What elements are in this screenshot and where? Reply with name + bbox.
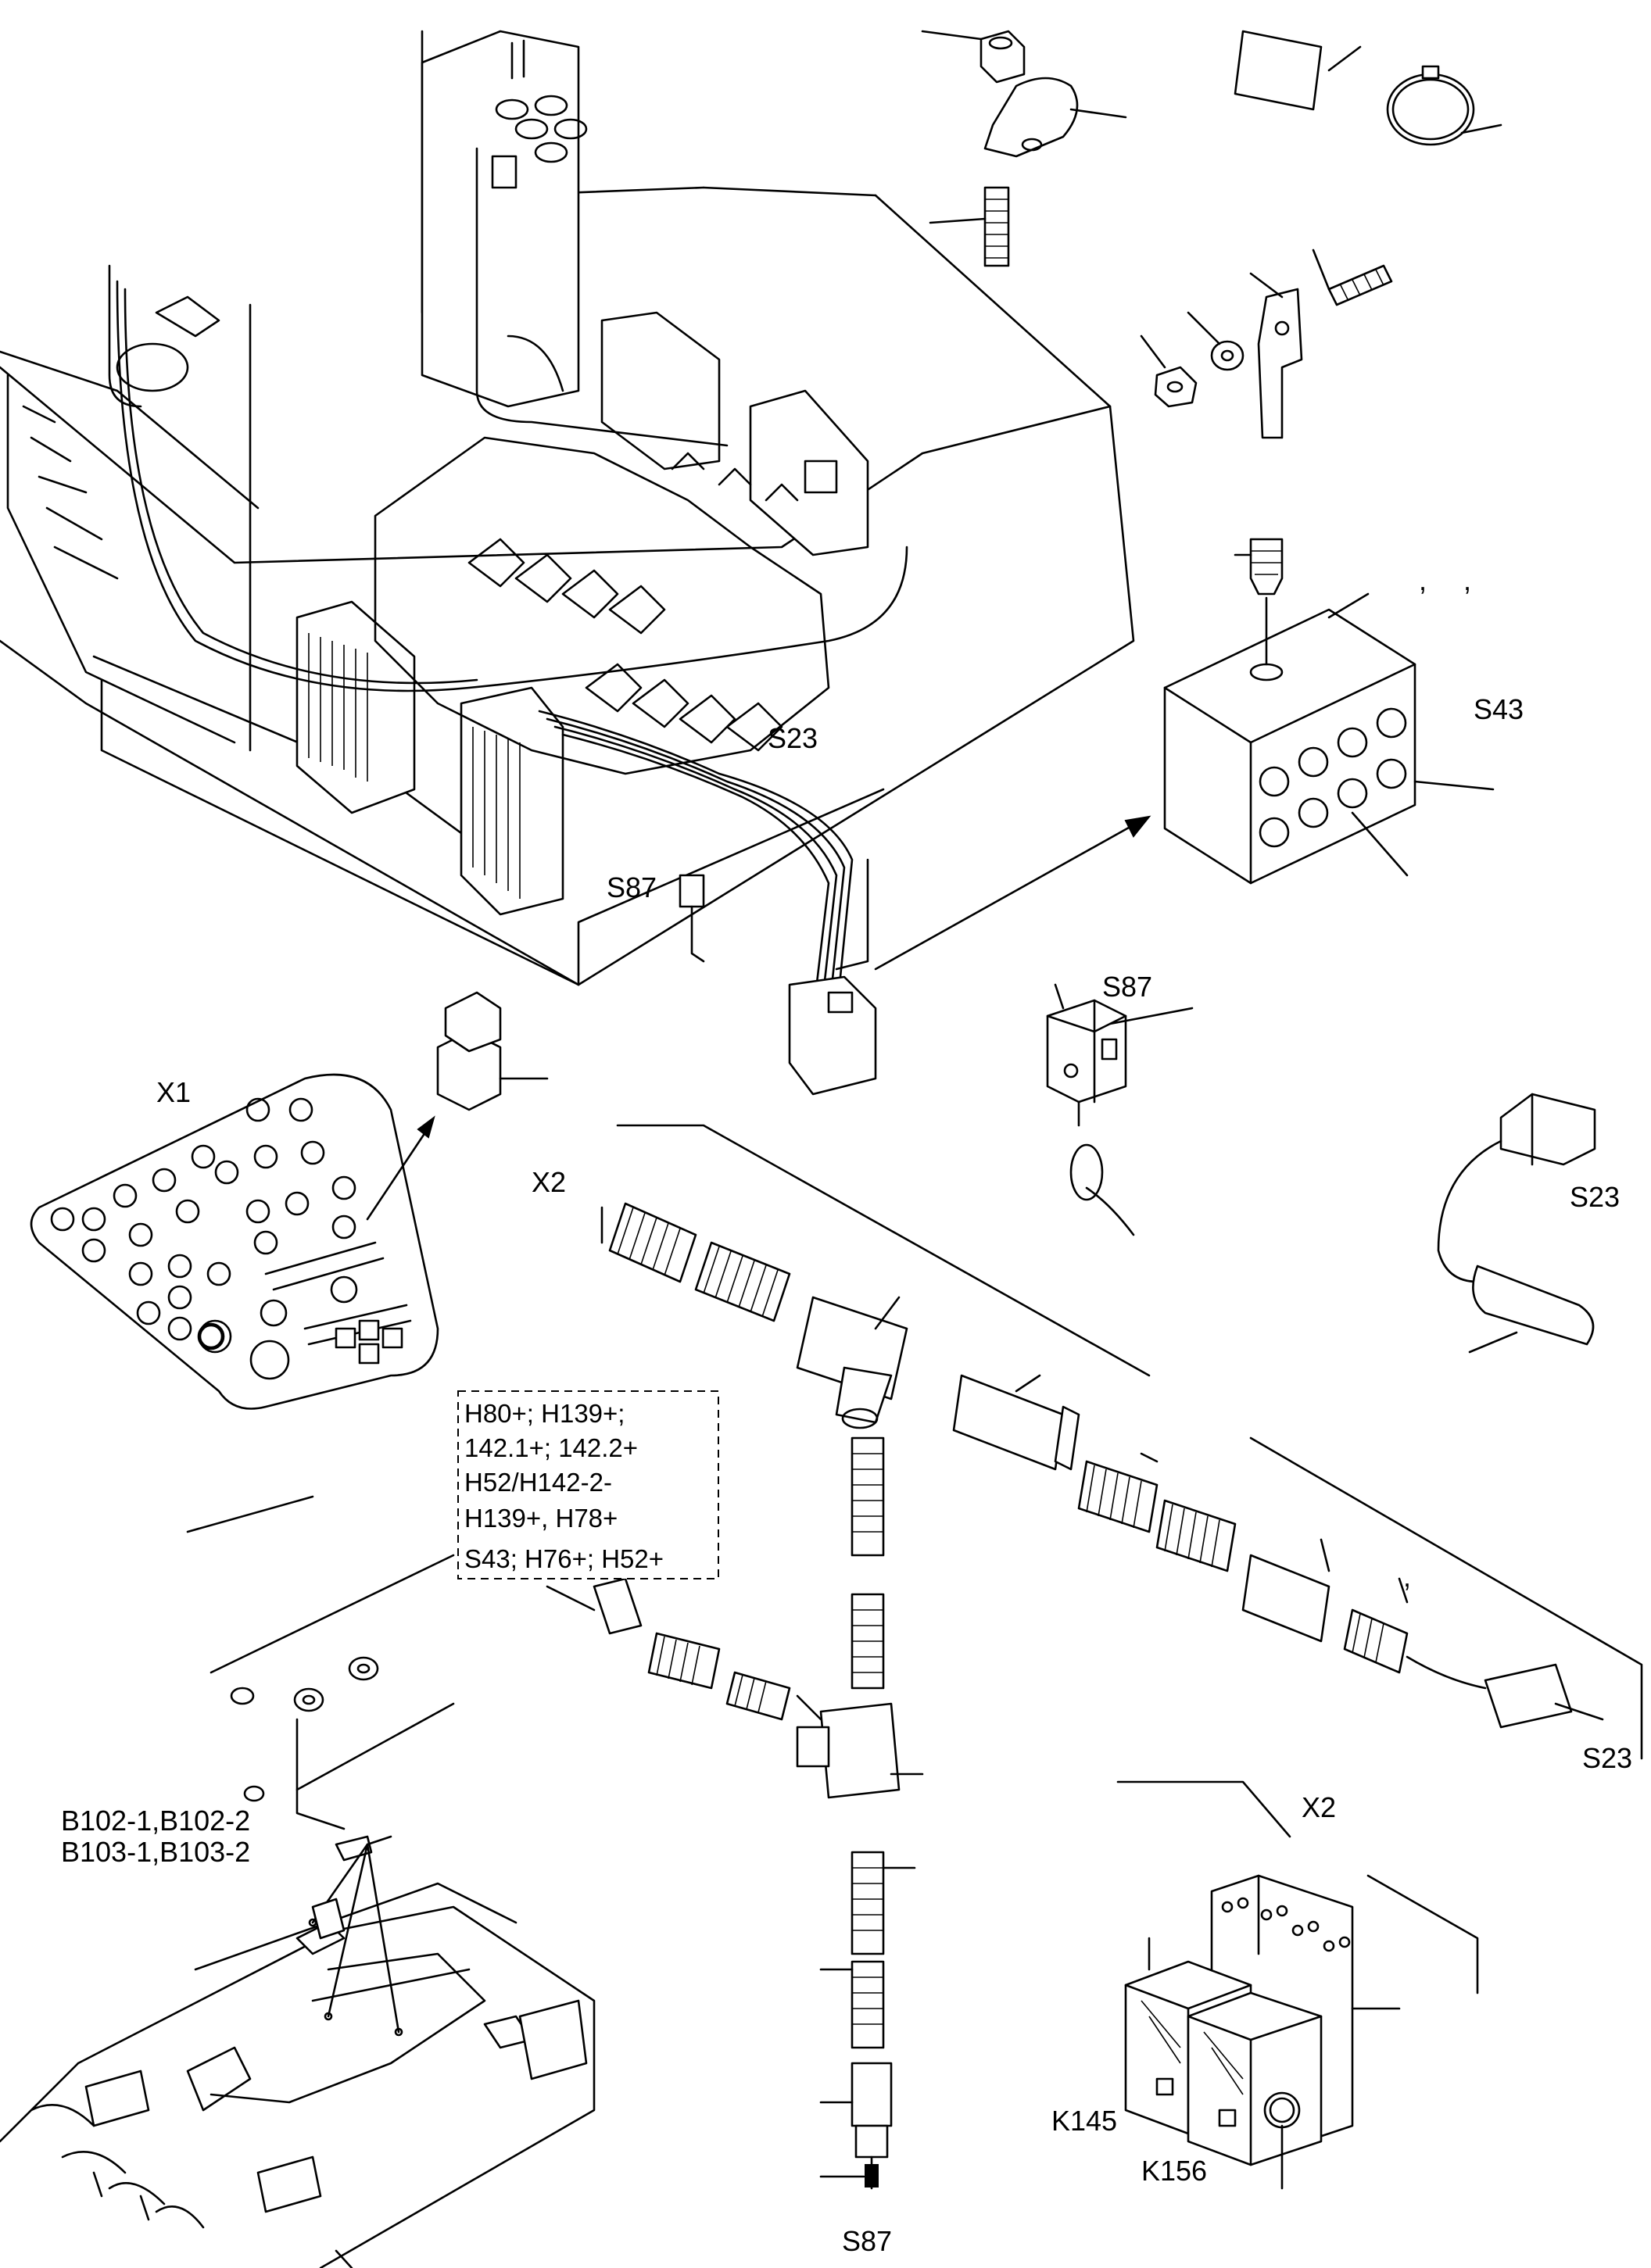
label-comma-1: , [1419, 564, 1427, 596]
relay-block [1116, 1780, 1479, 2190]
label-x1: X1 [156, 1076, 191, 1108]
x1-control-panel [30, 991, 549, 1410]
hardware-parts [921, 30, 1502, 439]
s43-control-box [1163, 538, 1495, 885]
x2-conduit-assembly [546, 1124, 1643, 2190]
label-s87-bottom: S87 [842, 2225, 892, 2257]
label-s43: S43 [1474, 693, 1524, 725]
label-k156: K156 [1141, 2155, 1207, 2187]
label-s87-detail: S87 [1102, 971, 1152, 1003]
s87-switch-detail [1046, 983, 1194, 1236]
label-s23-top: S23 [768, 722, 818, 754]
label-b103: B103-1,B103-2 [61, 1836, 250, 1868]
note-line-3: H52/H142-2- [464, 1468, 612, 1497]
label-k145: K145 [1051, 2105, 1117, 2137]
label-x2-relay: X2 [1302, 1791, 1336, 1823]
engine-compartment [0, 30, 1151, 1096]
labels-layer: S23 S87 S43 S87 X1 X2 S23 S23 X2 B102-1,… [61, 564, 1632, 2257]
note-line-2: 142.1+; 142.2+ [464, 1433, 638, 1462]
chassis-frame [0, 1495, 596, 2268]
note-line-5: S43; H76+; H52+ [464, 1544, 664, 1573]
note-line-1: H80+; H139+; [464, 1399, 625, 1428]
label-s87-machine: S87 [607, 871, 657, 903]
label-s23-connector: S23 [1582, 1742, 1632, 1774]
label-b102: B102-1,B102-2 [61, 1805, 250, 1837]
s23-sensor [1437, 1093, 1596, 1354]
label-comma-3: , [1403, 1561, 1411, 1593]
note-line-4: H139+, H78+ [464, 1504, 618, 1533]
label-s23-sensor: S23 [1570, 1181, 1620, 1213]
label-comma-2: , [1463, 564, 1471, 596]
label-x2-conduit: X2 [532, 1166, 566, 1198]
note-box-frame [457, 1390, 719, 1579]
